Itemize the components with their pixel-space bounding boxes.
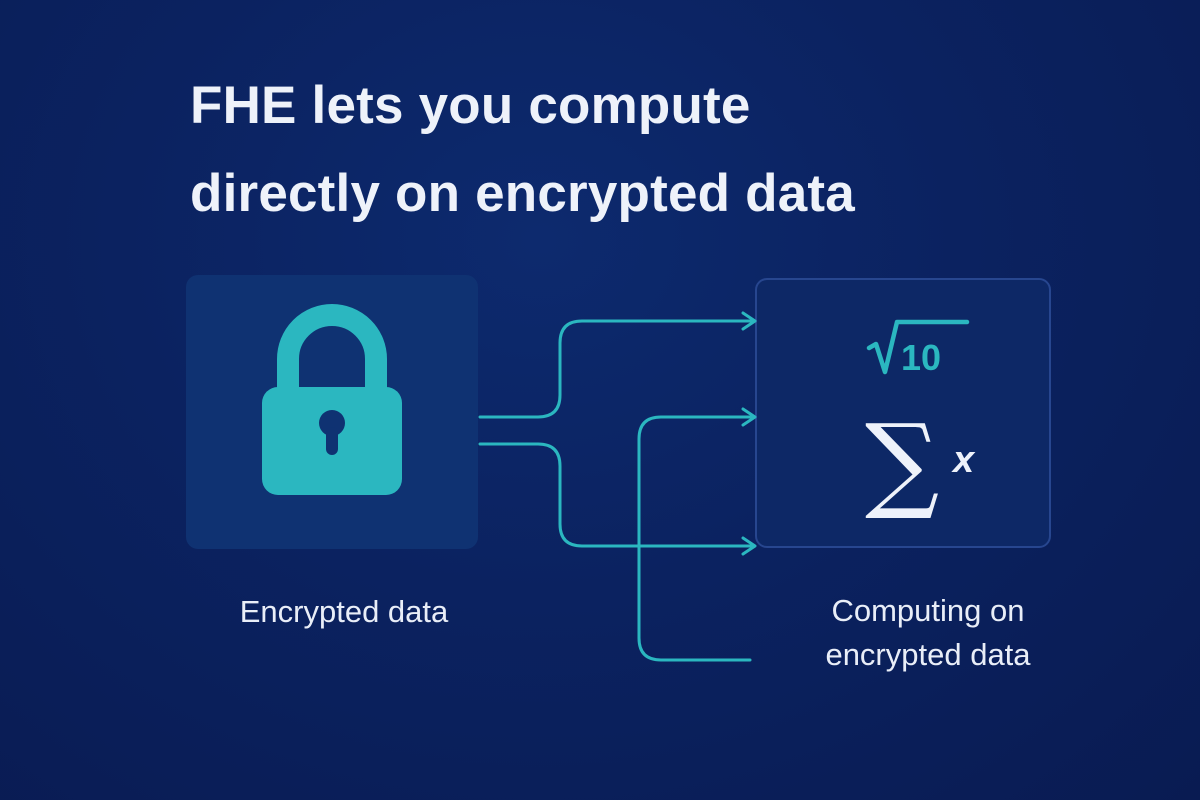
arrow-path-3 [637,415,756,662]
square-root-icon [866,319,970,375]
page-title: FHE lets you compute directly on encrypt… [190,62,1090,238]
arrow-path-1 [478,319,756,419]
arrowhead-2 [741,407,757,427]
computation-card: 10 ∑ x [755,278,1051,548]
computing-label-line-1: Computing on [831,593,1025,628]
math-operations-icon: 10 ∑ x [865,319,976,523]
sqrt-value: 10 [901,337,941,378]
arrowhead-3 [741,536,757,556]
headline-line-1: FHE lets you compute [190,76,751,135]
sigma-symbol: ∑ [865,401,939,523]
encrypted-data-card [186,275,478,549]
sigma-variable: x [951,439,976,481]
computing-label: Computing on encrypted data [780,589,1076,677]
arrowhead-1 [741,311,757,331]
lock-icon [262,304,402,495]
arrow-path-2 [478,442,756,548]
headline-line-2: directly on encrypted data [190,164,855,223]
encrypted-data-label: Encrypted data [239,594,449,629]
computing-label-line-2: encrypted data [825,637,1031,672]
